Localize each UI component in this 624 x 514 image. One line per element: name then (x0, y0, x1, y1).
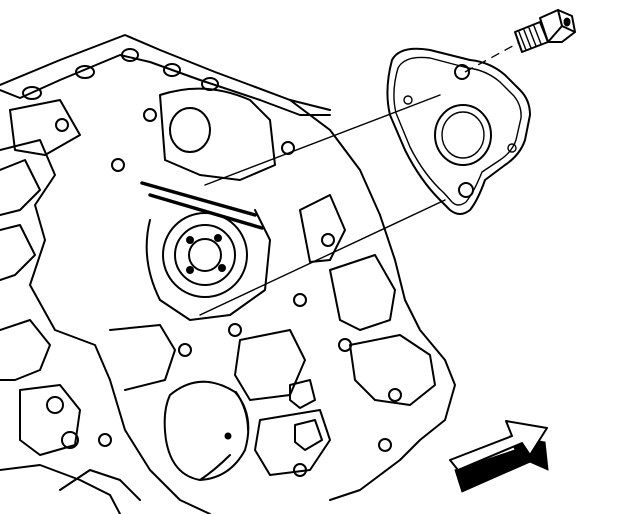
retainer-center-bore-lip (441, 111, 485, 159)
deck-bolt-bosses (22, 48, 219, 100)
camshaft-sprocket-flange (162, 212, 248, 298)
alignment-lines (199, 41, 521, 316)
block-lower-left-casting (0, 319, 141, 514)
camshaft-retainer-plate (386, 47, 531, 215)
engine-block (0, 34, 456, 514)
retainer-plate-seat (145, 209, 271, 321)
block-deck-edge (0, 54, 331, 116)
retainer-bolt-hole-top (454, 64, 470, 80)
crank-bore-plug (163, 380, 250, 481)
cam-bore-upper-plug (169, 107, 211, 153)
front-direction-arrow-icon (449, 420, 549, 493)
front-face-bolt-holes (46, 108, 402, 477)
left-bank-ribs (0, 99, 81, 281)
retainer-plate-inner-flange (393, 56, 522, 206)
block-front-face-outline (0, 34, 331, 514)
block-right-inner-web (299, 194, 436, 406)
retainer-dowel-hole-left (403, 95, 413, 105)
retainer-plate-outline (386, 47, 531, 215)
block-right-casting (289, 99, 456, 501)
block-right-boss (289, 379, 323, 451)
bolt-alignment-dashed-line (464, 41, 521, 73)
retainer-center-bore (434, 104, 492, 166)
cam-bore-recess (159, 87, 276, 181)
retainer-dowel-hole-right (507, 143, 517, 153)
oil-gallery-slot (140, 181, 264, 230)
bolt-icon (514, 9, 576, 53)
retainer-bolt-hole-bottom (458, 182, 474, 198)
